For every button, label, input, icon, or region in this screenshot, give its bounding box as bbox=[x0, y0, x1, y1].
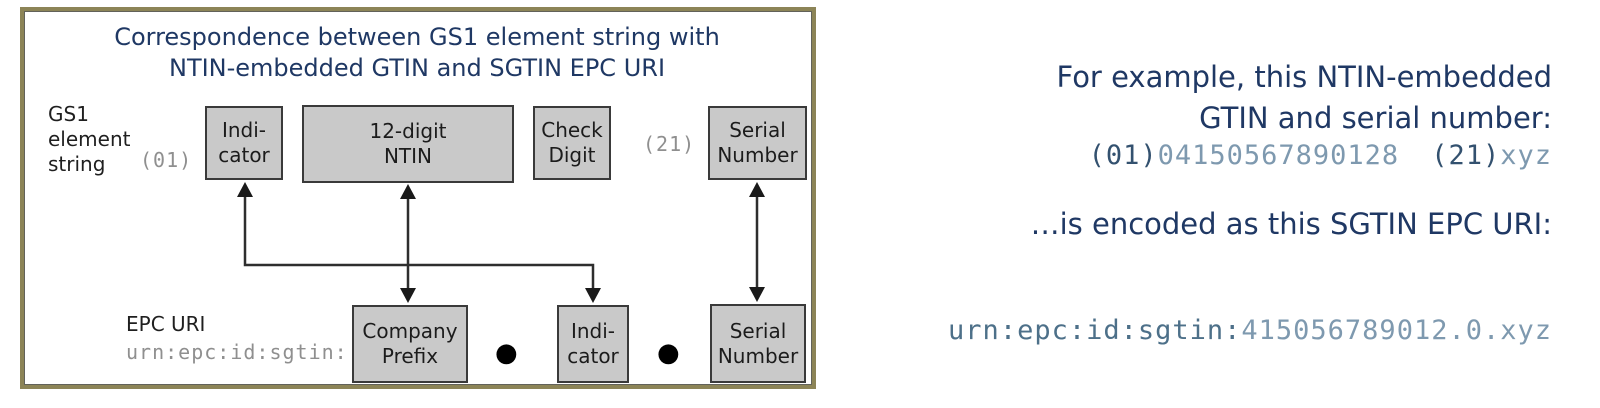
example-heading-line1: For example, this NTIN-embedded bbox=[1056, 60, 1552, 94]
serial-bottom-box: Serial Number bbox=[710, 304, 806, 383]
example-ai-21: (21) bbox=[1431, 140, 1501, 171]
epc-uri-value: 415056789012.0.xyz bbox=[1241, 315, 1552, 346]
serial-top-box: Serial Number bbox=[708, 106, 807, 180]
check-digit-box: Check Digit bbox=[533, 106, 611, 180]
example-gtin-value: 04150567890128 bbox=[1157, 140, 1400, 171]
diagram-title-line1: Correspondence between GS1 element strin… bbox=[114, 23, 720, 51]
diagram-title: Correspondence between GS1 element strin… bbox=[34, 22, 800, 84]
encoded-caption: …is encoded as this SGTIN EPC URI: bbox=[1030, 207, 1552, 241]
example-heading-line2: GTIN and serial number: bbox=[1199, 101, 1552, 135]
diagram-title-line2: NTIN-embedded GTIN and SGTIN EPC URI bbox=[168, 54, 666, 82]
example-serial-value: xyz bbox=[1500, 140, 1552, 171]
example-ai-01: (01) bbox=[1088, 140, 1158, 171]
company-prefix-box: Company Prefix bbox=[352, 305, 468, 383]
gs1-element-string-label: GS1 element string bbox=[48, 102, 131, 176]
example-heading: For example, this NTIN-embedded GTIN and… bbox=[1057, 57, 1552, 139]
indicator-top-box: Indi- cator bbox=[205, 106, 283, 180]
ai-21-label: (21) bbox=[643, 132, 696, 156]
example-epc-uri: urn:epc:id:sgtin:415056789012.0.xyz bbox=[948, 315, 1552, 346]
ntin-box: 12-digit NTIN bbox=[302, 105, 514, 183]
indicator-bottom-box: Indi- cator bbox=[557, 305, 629, 383]
epc-uri-scheme: urn:epc:id:sgtin: bbox=[948, 315, 1242, 346]
separator-dot-2: ● bbox=[657, 338, 680, 368]
example-element-string: (01)04150567890128 (21)xyz bbox=[1089, 140, 1552, 171]
epc-uri-scheme-label: urn:epc:id:sgtin: bbox=[126, 340, 348, 364]
separator-dot-1: ● bbox=[495, 338, 518, 368]
ai-01-label: (01) bbox=[140, 148, 193, 172]
epc-uri-label: EPC URI bbox=[126, 312, 206, 336]
